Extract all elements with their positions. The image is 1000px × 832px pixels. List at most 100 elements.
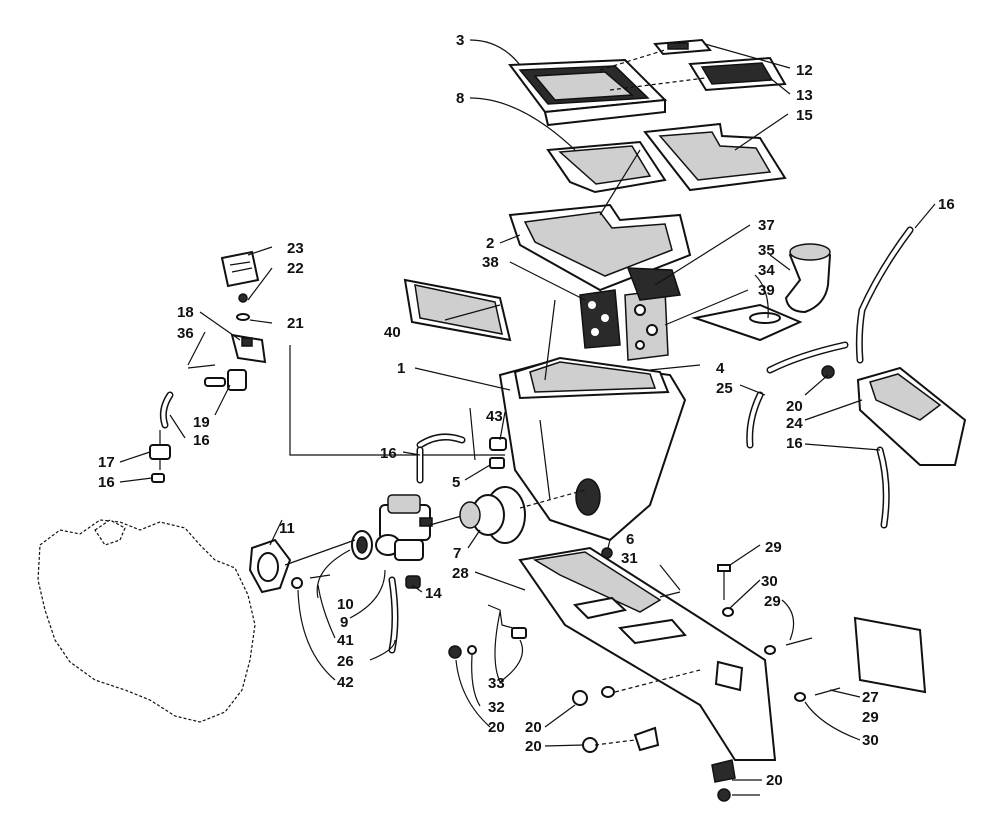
bracket-33: [487, 604, 527, 639]
foam-39: [624, 289, 669, 361]
callout-14: 14: [425, 585, 442, 602]
bolt-31: [659, 591, 681, 598]
callout-21: 21: [287, 315, 304, 332]
callout-24: 24: [786, 415, 803, 432]
callout-30-low: 30: [862, 732, 879, 749]
plate-34: [691, 303, 803, 342]
callout-32: 32: [488, 699, 505, 716]
callout-7: 7: [453, 545, 461, 562]
callout-33: 33: [488, 675, 505, 692]
washer-32: [467, 645, 477, 655]
washer-30-top: [722, 607, 734, 617]
callout-37: 37: [758, 217, 775, 234]
hose-26: [388, 576, 399, 654]
flange-11: [248, 538, 292, 594]
callout-25: 25: [716, 380, 733, 397]
filter-element-8: [546, 140, 667, 194]
callout-30-top: 30: [761, 573, 778, 590]
foam-40: [403, 278, 512, 342]
screw-36: [187, 364, 216, 369]
callout-26: 26: [337, 653, 354, 670]
callout-34: 34: [758, 262, 775, 279]
callout-22: 22: [287, 260, 304, 277]
fuel-filter-17: [149, 430, 171, 470]
callout-3: 3: [456, 32, 464, 49]
callout-4: 4: [716, 360, 725, 377]
hose-25: [746, 341, 849, 449]
adapter-7: [459, 486, 526, 544]
engine-outline: [37, 519, 256, 723]
callout-labels: 3 12 13 8 15 16 23 22 2 37 35 38 34 39 1…: [98, 32, 955, 789]
hose-16-right: [855, 226, 914, 364]
callout-42: 42: [337, 674, 354, 691]
callout-8: 8: [456, 90, 464, 107]
nut-20-left: [448, 645, 462, 659]
decal-13: [688, 56, 787, 92]
decal-23: [220, 250, 260, 288]
intake-boot-35: [784, 243, 832, 314]
washer-30-low: [794, 692, 806, 702]
callout-20-b: 20: [525, 738, 542, 755]
callout-43: 43: [486, 408, 503, 425]
callout-16-mid: 16: [380, 445, 397, 462]
washer-30-mid: [764, 645, 776, 655]
callout-41: 41: [337, 632, 354, 649]
filter-cover: [508, 58, 668, 127]
callout-20-left: 20: [488, 719, 505, 736]
bolt-29-top: [717, 564, 731, 600]
washer-21: [236, 313, 250, 321]
carburetor-9: [375, 494, 433, 561]
fitting-5: [489, 457, 505, 469]
callout-40: 40: [384, 324, 401, 341]
callout-16-bottom-left: 16: [98, 474, 115, 491]
callout-11: 11: [279, 520, 295, 537]
callout-28: 28: [452, 565, 469, 582]
callout-23: 23: [287, 240, 304, 257]
pad-27: [853, 616, 927, 694]
callout-13: 13: [796, 87, 813, 104]
plate-20-b: [633, 726, 660, 752]
callout-29-top: 29: [765, 539, 782, 556]
foam-37: [626, 267, 681, 301]
hose-16-left: [159, 391, 174, 429]
callout-31: 31: [621, 550, 638, 567]
callout-20-valve: 20: [786, 398, 803, 415]
nut-20-bottom: [717, 788, 731, 802]
callout-36: 36: [177, 325, 194, 342]
washer-20-a: [601, 686, 615, 698]
valve-24: [821, 365, 967, 466]
grommet-20: [711, 759, 736, 783]
fitting-19: [204, 369, 247, 391]
callout-5: 5: [452, 474, 460, 491]
fitting-43: [489, 437, 507, 451]
engine-detail: [94, 519, 126, 546]
nut-22: [238, 293, 248, 303]
callout-29-low: 29: [862, 709, 879, 726]
airbox-main-1: [498, 299, 687, 542]
callout-27: 27: [862, 689, 879, 706]
callout-39: 39: [758, 282, 775, 299]
callout-1: 1: [397, 360, 405, 377]
callout-6: 6: [626, 531, 634, 548]
callout-18: 18: [177, 304, 194, 321]
callout-15: 15: [796, 107, 813, 124]
callout-20-bottom: 20: [766, 772, 783, 789]
callout-38: 38: [482, 254, 499, 271]
washer-42: [291, 577, 303, 589]
clamp-14: [405, 575, 421, 589]
callout-17: 17: [98, 454, 115, 471]
nut-20-a: [572, 690, 588, 706]
clamp-16-left: [151, 473, 165, 483]
bolt-29-mid: [785, 637, 813, 646]
hose-16-lower: [876, 446, 890, 529]
foam-38: [579, 289, 621, 349]
leader-lines: [119, 39, 936, 796]
nut-20-b: [582, 737, 598, 753]
callout-10: 10: [337, 596, 354, 613]
callout-12: 12: [796, 62, 813, 79]
callout-29-mid: 29: [764, 593, 781, 610]
fuel-pump-18: [230, 333, 267, 364]
intake-silencer-28: [518, 546, 777, 761]
callout-19: 19: [193, 414, 210, 431]
latch-12: [653, 38, 712, 56]
